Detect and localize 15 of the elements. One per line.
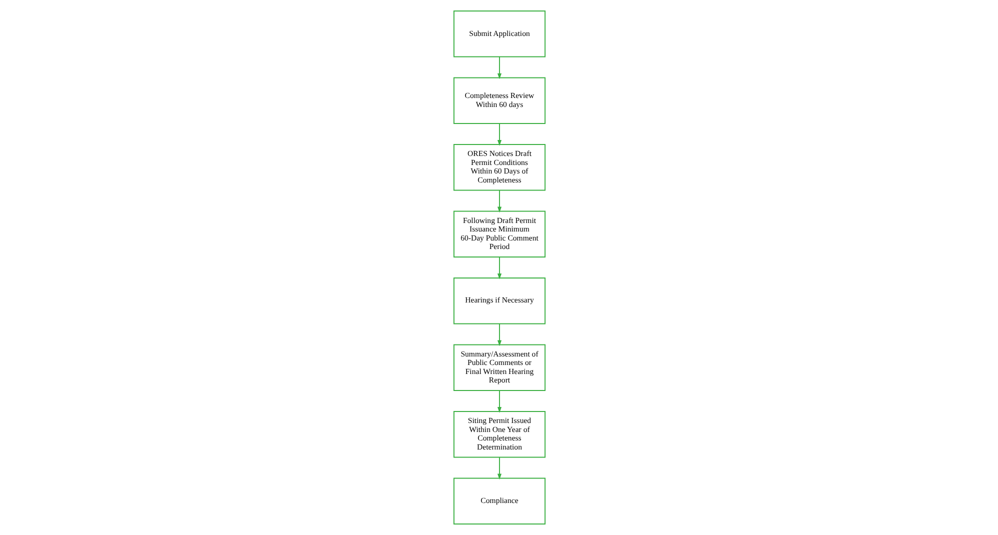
arrow (496, 56, 502, 80)
arrow (496, 190, 502, 213)
node-box: Completeness Review Within 60 days (452, 77, 546, 124)
arrow (496, 390, 502, 413)
arrow (496, 323, 502, 346)
node-box: Hearings if Necessary (452, 277, 546, 324)
arrow (496, 123, 502, 146)
arrow (496, 456, 502, 480)
node-box: Siting Permit Issued Within One Year of Completeness Determination (452, 410, 546, 458)
arrow (496, 256, 502, 280)
node-box: Compliance (452, 478, 546, 524)
node-box: ORES Notices Draft Permit Conditions Within 60 Days of Completeness (452, 144, 546, 191)
node-box: Summary/Assessment of Public Comments or Final Written Hearing Report (452, 344, 546, 391)
node-box: Following Draft Permit Issuance Minimum 60-Day Public Comment Period (452, 210, 546, 258)
node-box: Submit Application (452, 10, 546, 58)
